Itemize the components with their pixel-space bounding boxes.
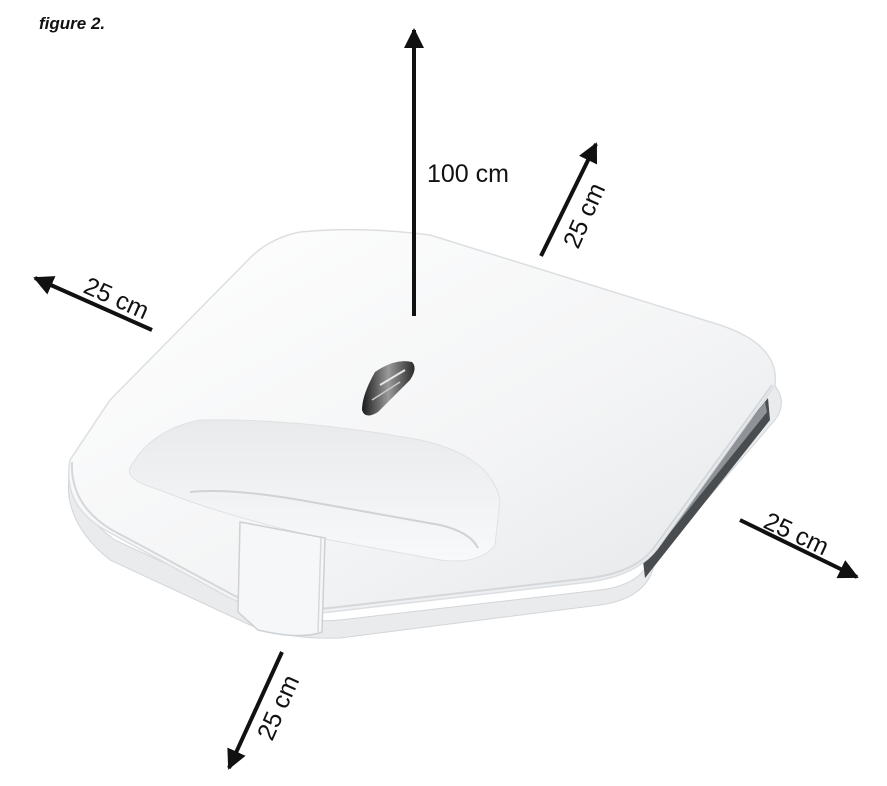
label-left-clearance: 25 cm xyxy=(80,272,154,325)
clearance-arrow-right xyxy=(739,518,859,579)
handle-recess xyxy=(128,419,501,562)
clearance-arrow-left xyxy=(33,276,153,332)
sandwich-maker-illustration xyxy=(67,228,782,639)
indicator-light xyxy=(362,361,415,416)
label-top-clearance: 100 cm xyxy=(427,160,509,188)
clearance-arrow-back xyxy=(539,142,598,257)
label-right-clearance: 25 cm xyxy=(759,507,833,561)
label-back-clearance: 25 cm xyxy=(558,179,611,253)
label-front-clearance: 25 cm xyxy=(252,671,305,745)
figure-caption: figure 2. xyxy=(39,14,106,33)
lock-clip xyxy=(237,521,326,637)
clearance-arrow-front xyxy=(227,651,284,770)
